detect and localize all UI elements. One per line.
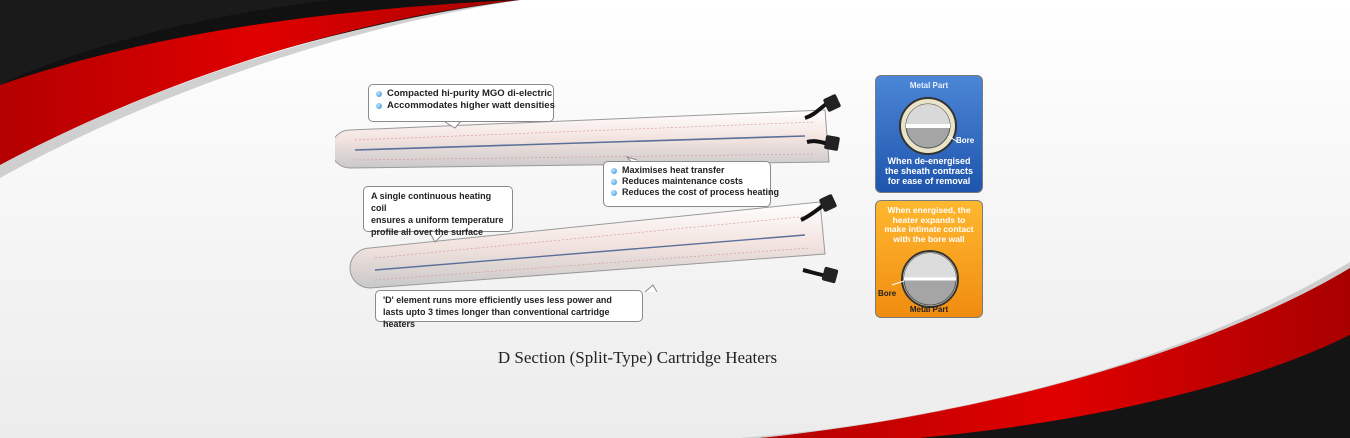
caption: D Section (Split-Type) Cartridge Heaters <box>497 348 778 367</box>
metal-part-label: Metal Part <box>909 305 949 314</box>
bullet-icon <box>611 178 617 185</box>
bullet-icon <box>611 167 617 174</box>
bottom-red-swoosh <box>760 268 1350 438</box>
callout-row: Compacted hi-purity MGO di-electric <box>376 88 552 100</box>
callout-row: Reduces the cost of process heating <box>611 187 779 198</box>
callout-dielectric: Compacted hi-purity MGO di-electric Acco… <box>368 84 555 122</box>
callout-efficiency: 'D' element runs more efficiently uses l… <box>375 290 643 329</box>
bullet-icon <box>376 103 382 109</box>
heater-bottom <box>349 194 839 289</box>
heater-figure: Compacted hi-purity MGO di-electric Acco… <box>335 70 995 332</box>
bullet-icon <box>611 189 617 196</box>
top-red-swoosh <box>0 0 520 165</box>
callout-row: Maximises heat transfer <box>611 165 763 176</box>
callout-row: Accommodates higher watt densities <box>376 100 555 112</box>
bore-diagram-icon <box>899 97 959 155</box>
bore-label: Bore <box>878 289 897 298</box>
bore-diagram-icon <box>891 250 959 308</box>
callout-heating-coil: A single continuous heating coil ensures… <box>363 186 513 237</box>
metal-part-label: Metal Part <box>909 81 949 90</box>
callout-row: Reduces maintenance costs <box>611 176 763 187</box>
cartridge-heaters-illustration <box>335 94 841 293</box>
heater-top <box>335 94 841 169</box>
energised-panel: When energised, the heater expands to ma… <box>875 200 983 318</box>
callout-benefits: Maximises heat transfer Reduces maintena… <box>603 161 779 207</box>
bullet-icon <box>376 91 382 97</box>
bore-label: Bore <box>956 136 975 145</box>
energised-text: When energised, the heater expands to ma… <box>884 205 974 244</box>
deenergised-text: When de-energised the sheath contracts f… <box>884 156 974 186</box>
top-black-swoosh <box>0 0 520 165</box>
deenergised-panel: Metal Part Bore When de-energised the sh… <box>875 75 983 193</box>
